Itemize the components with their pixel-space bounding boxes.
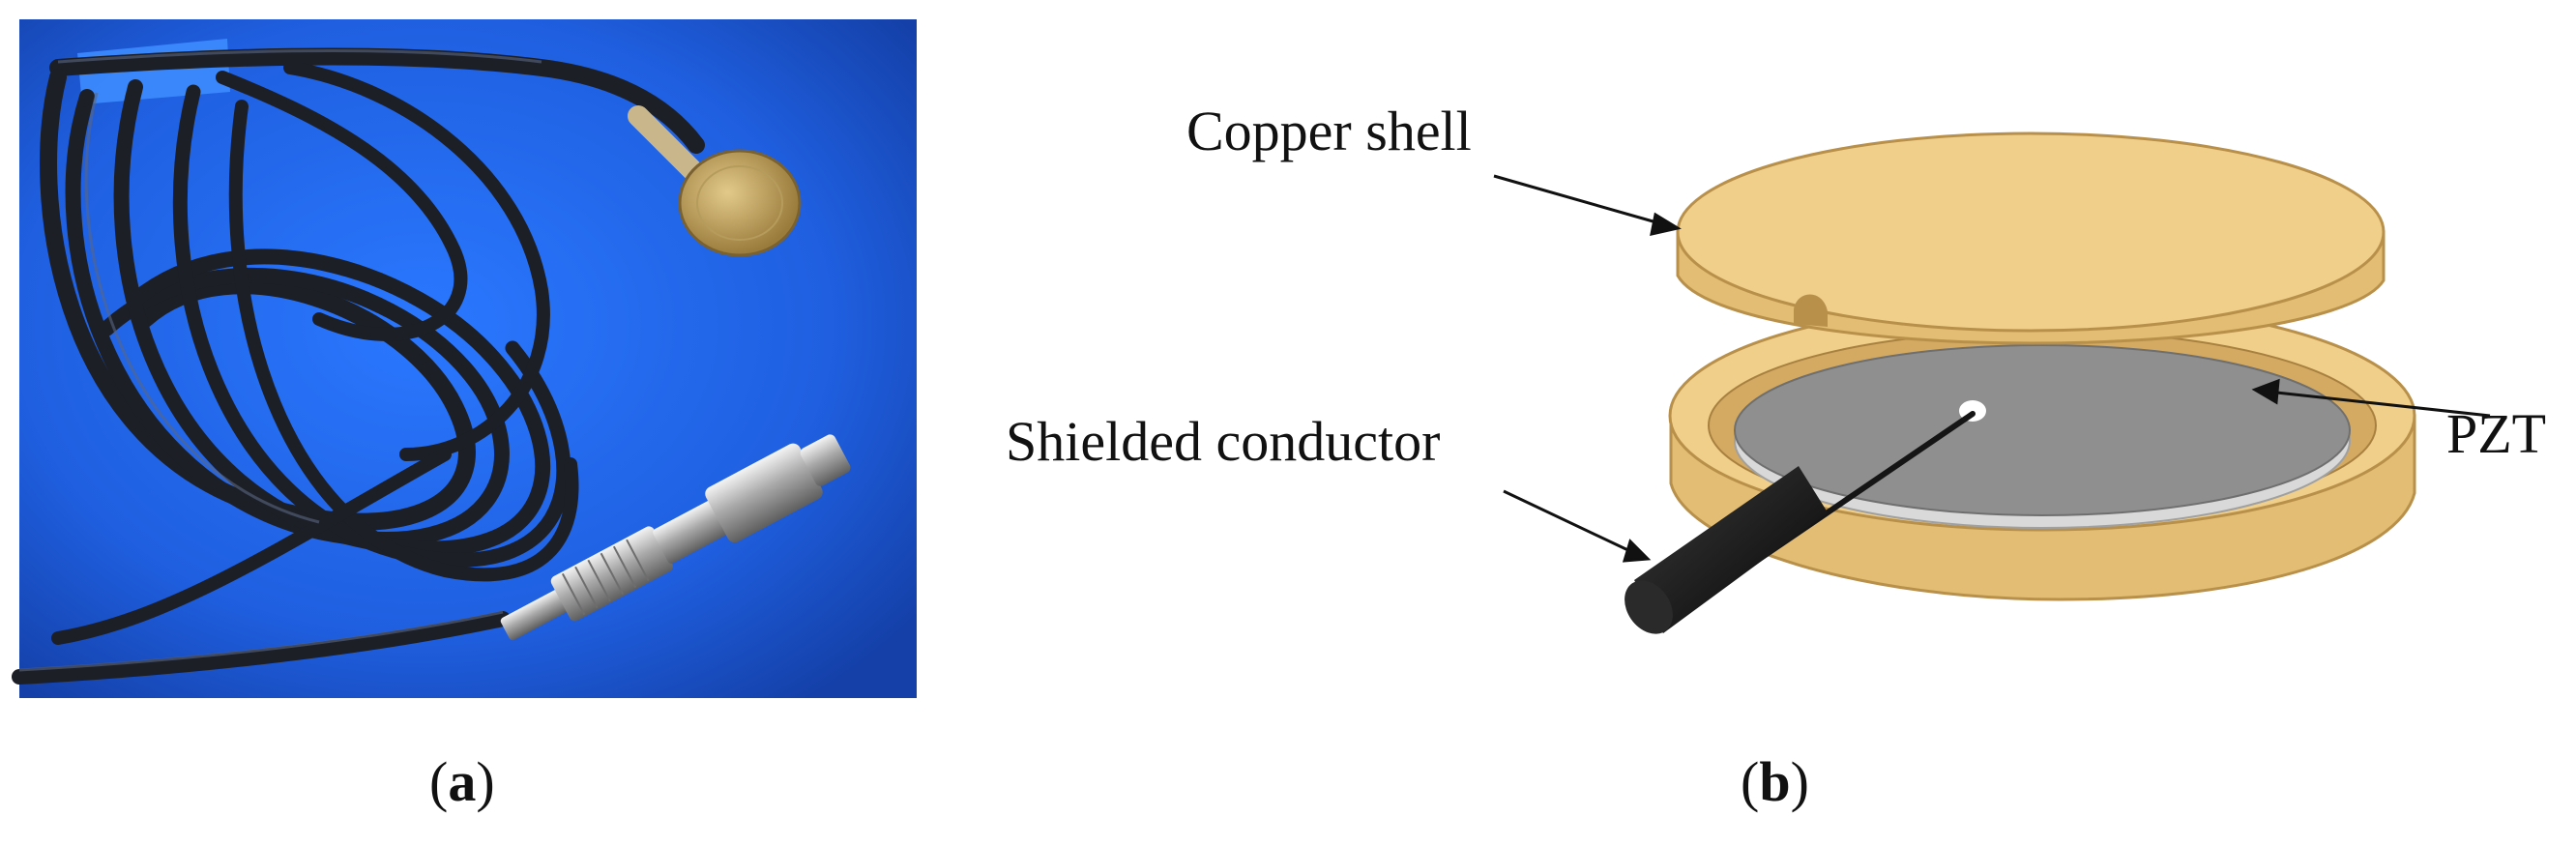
panel-b-paren-close: ) (1790, 750, 1809, 813)
panel-a-photo (12, 19, 917, 698)
coin-sensor (628, 105, 802, 257)
panel-a-letter: a (448, 750, 477, 813)
shielded-conductor (1625, 411, 1976, 634)
panel-a-label: (a) (429, 749, 495, 814)
panel-a-paren-close: ) (476, 750, 495, 813)
copper-shell-label: Copper shell (1186, 100, 1472, 162)
cable-highlights (18, 48, 542, 672)
panel-b-label: (b) (1741, 749, 1809, 814)
upper-copper-shell (1676, 131, 2386, 345)
panel-b-paren-open: ( (1741, 750, 1760, 813)
bnc-connector (500, 434, 851, 641)
pzt-disk (1734, 344, 2351, 529)
pzt-label: PZT (2446, 402, 2546, 465)
leader-lines (1493, 174, 2491, 563)
shielded-conductor-label: Shielded conductor (1006, 410, 1440, 473)
cable-coils (12, 47, 705, 685)
photo-background (19, 19, 917, 698)
panel-b-diagram: Copper shell Shielded conductor PZT (1006, 100, 2546, 634)
panel-b-letter: b (1759, 750, 1791, 813)
panel-a-paren-open: ( (429, 750, 449, 813)
